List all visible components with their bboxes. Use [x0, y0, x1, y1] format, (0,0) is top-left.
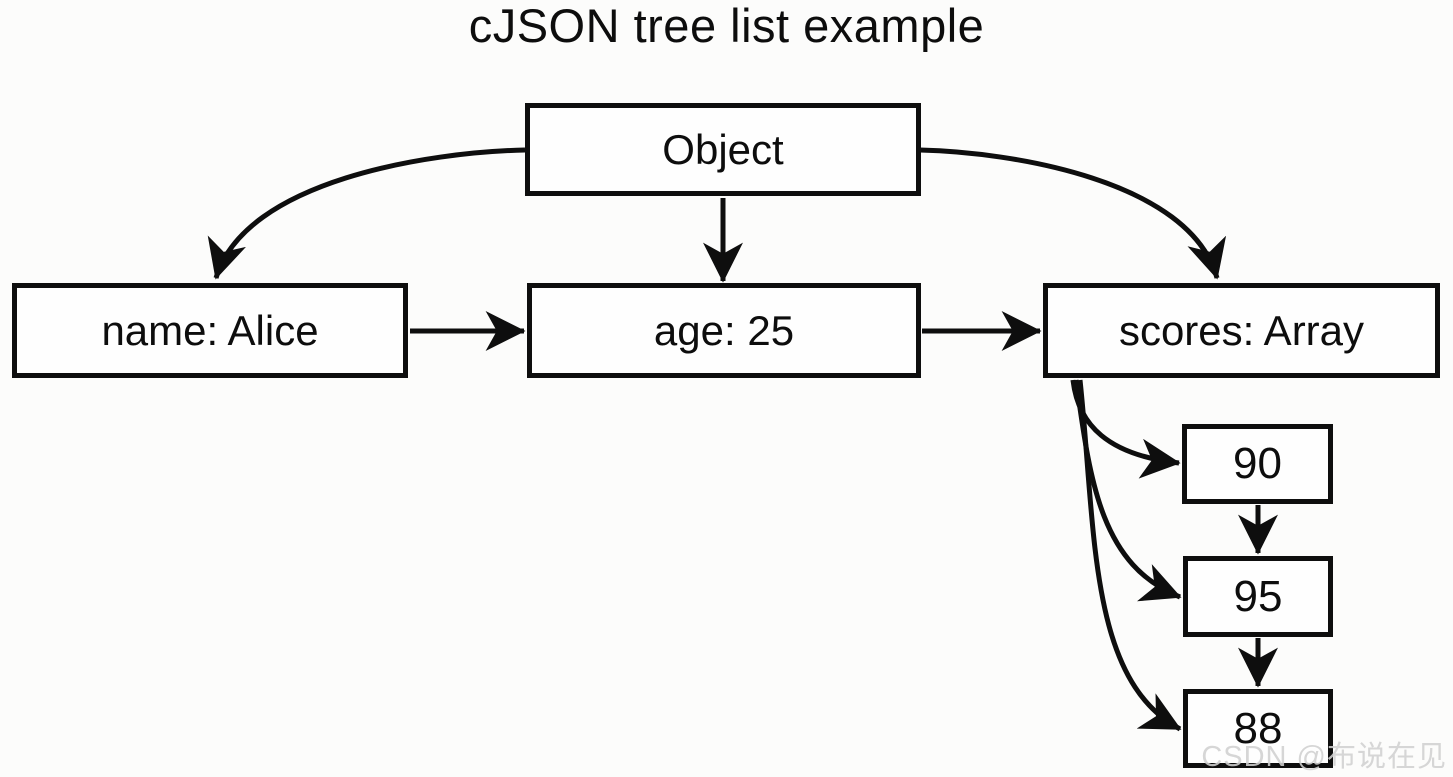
node-name-alice: name: Alice	[12, 283, 408, 378]
node-score-88: 88	[1183, 689, 1333, 768]
csdn-watermark: CSDN @布说在见	[1201, 741, 1447, 773]
node-score-90: 90	[1182, 424, 1333, 504]
edge-object-to-name-arrow	[207, 147, 526, 280]
edge-scores-to-90-arrow	[1070, 379, 1181, 479]
node-scores-array: scores: Array	[1043, 283, 1440, 378]
edge-object-to-scores-arrow	[919, 147, 1227, 280]
edge-scores-to-88-arrow	[1077, 379, 1182, 732]
node-object: Object	[525, 103, 921, 196]
node-score-95: 95	[1183, 556, 1333, 637]
edge-scores-to-95-arrow	[1073, 379, 1182, 602]
diagram-title: cJSON tree list example	[468, 0, 985, 52]
node-age-25: age: 25	[527, 283, 921, 378]
